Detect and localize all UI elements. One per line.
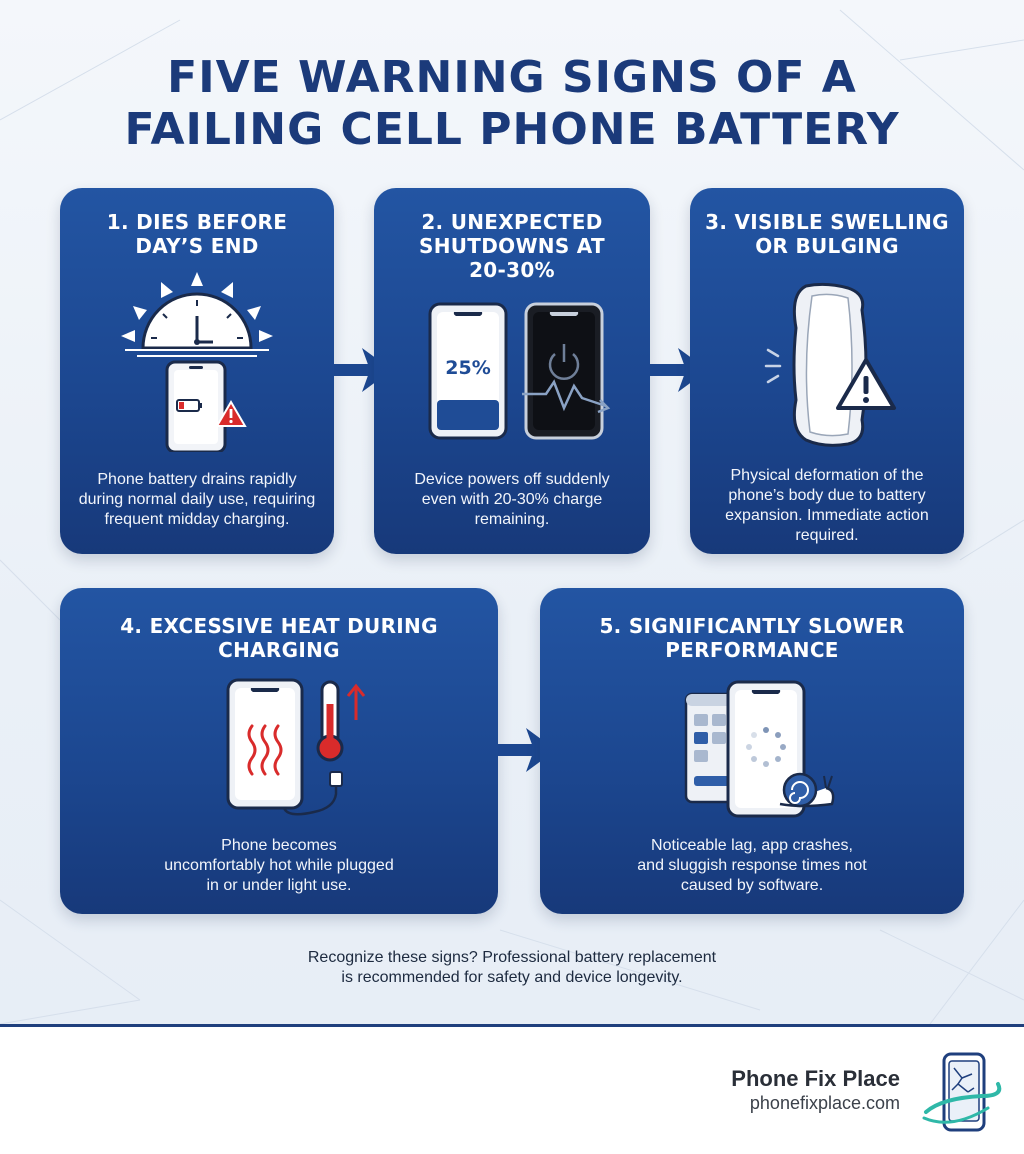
card-title: 5. SIGNIFICANTLY SLOWER PERFORMANCE bbox=[550, 614, 954, 662]
card-description-line: phone’s body due to battery bbox=[728, 487, 926, 504]
card-description-line: caused by software. bbox=[680, 877, 824, 894]
card-description-line: Noticeable lag, app crashes, bbox=[651, 837, 853, 854]
phones-shutdown-icon: 25% bbox=[428, 302, 611, 440]
card-description-line: even with 20-30% charge bbox=[421, 491, 603, 508]
slow-phone-snail-icon bbox=[684, 680, 835, 818]
card-description: Noticeable lag, app crashes, and sluggis… bbox=[558, 836, 946, 896]
card-title-line: 1. DIES BEFORE bbox=[106, 210, 288, 234]
page-title-line-1: FIVE WARNING SIGNS OF A bbox=[167, 52, 857, 103]
card-slower-performance: 5. SIGNIFICANTLY SLOWER PERFORMANCE bbox=[540, 588, 964, 914]
brand-name: Phone Fix Place bbox=[731, 1066, 900, 1091]
card-title-line: SHUTDOWNS AT bbox=[419, 234, 605, 258]
card-title-line: 4. EXCESSIVE HEAT DURING bbox=[120, 614, 438, 638]
footer-message-line: Recognize these signs? Professional batt… bbox=[307, 949, 717, 966]
cracked-phone-logo-icon bbox=[922, 1052, 1002, 1132]
card-title-line: 2. UNEXPECTED bbox=[421, 210, 603, 234]
card-description-line: Physical deformation of the bbox=[730, 467, 924, 484]
card-description: Phone battery drains rapidly during norm… bbox=[78, 470, 316, 530]
battery-percent-label: 25% bbox=[445, 357, 490, 379]
card-description-line: during normal daily use, requiring bbox=[78, 491, 316, 508]
clock-phone-low-battery-icon bbox=[121, 272, 273, 452]
card-description-line: and sluggish response times not bbox=[637, 857, 867, 874]
swollen-phone-warning-icon bbox=[764, 282, 896, 447]
footer-divider bbox=[0, 1024, 1024, 1027]
card-title-line: DAY’S END bbox=[135, 234, 259, 258]
card-description-line: uncomfortably hot while plugged bbox=[164, 857, 394, 874]
card-title-line: PERFORMANCE bbox=[665, 638, 839, 662]
card-description: Physical deformation of the phone’s body… bbox=[708, 466, 946, 546]
card-title: 3. VISIBLE SWELLING OR BULGING bbox=[700, 210, 954, 258]
card-visible-swelling: 3. VISIBLE SWELLING OR BULGING Physical … bbox=[690, 188, 964, 554]
page-title: FIVE WARNING SIGNS OF A FAILING CELL PHO… bbox=[0, 52, 1024, 156]
card-title-line: CHARGING bbox=[218, 638, 340, 662]
card-description: Phone becomes uncomfortably hot while pl… bbox=[78, 836, 480, 896]
card-description-line: remaining. bbox=[474, 511, 550, 528]
card-description-line: in or under light use. bbox=[206, 877, 352, 894]
card-description: Device powers off suddenly even with 20-… bbox=[392, 470, 632, 530]
card-description-line: Phone becomes bbox=[221, 837, 337, 854]
page-title-line-2: FAILING CELL PHONE BATTERY bbox=[124, 104, 900, 155]
card-description-line: expansion. Immediate action bbox=[725, 507, 929, 524]
card-description-line: Phone battery drains rapidly bbox=[97, 471, 297, 488]
card-description-line: Device powers off suddenly bbox=[414, 471, 610, 488]
card-title-line: 20-30% bbox=[469, 258, 555, 282]
card-description-line: frequent midday charging. bbox=[104, 511, 290, 528]
footer-message: Recognize these signs? Professional batt… bbox=[0, 948, 1024, 988]
card-title: 4. EXCESSIVE HEAT DURING CHARGING bbox=[70, 614, 488, 662]
brand-url-link[interactable]: phonefixplace.com bbox=[749, 1093, 900, 1113]
card-title-line: OR BULGING bbox=[755, 234, 899, 258]
card-title: 2. UNEXPECTED SHUTDOWNS AT 20-30% bbox=[384, 210, 640, 282]
card-title: 1. DIES BEFORE DAY’S END bbox=[70, 210, 324, 258]
card-description-line: required. bbox=[795, 527, 859, 544]
brand-footer bbox=[0, 1027, 1024, 1154]
card-title-line: 5. SIGNIFICANTLY SLOWER bbox=[599, 614, 905, 638]
card-title-line: 3. VISIBLE SWELLING bbox=[705, 210, 949, 234]
card-dies-before-days-end: 1. DIES BEFORE DAY’S END bbox=[60, 188, 334, 554]
background-network-lines bbox=[0, 9, 1024, 1024]
card-excessive-heat: 4. EXCESSIVE HEAT DURING CHARGING Phone … bbox=[60, 588, 498, 914]
hot-phone-thermometer-icon bbox=[226, 678, 366, 816]
footer-message-line: is recommended for safety and device lon… bbox=[341, 969, 683, 986]
card-unexpected-shutdowns: 2. UNEXPECTED SHUTDOWNS AT 20-30% 25% De… bbox=[374, 188, 650, 554]
